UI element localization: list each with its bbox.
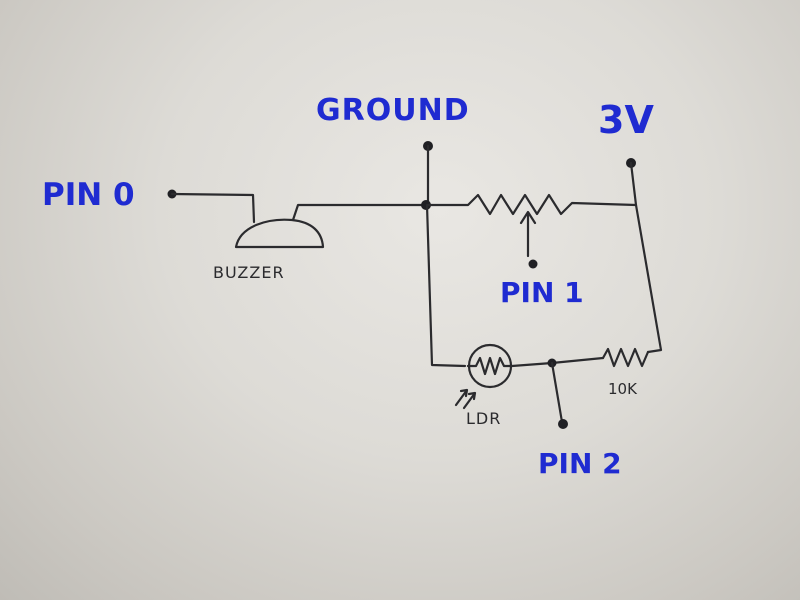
pin0-label: PIN 0	[42, 177, 135, 213]
buzzer-to-ground-wire	[291, 203, 429, 222]
ldr-zigzag	[466, 356, 514, 376]
ground-left-rail-wire	[425, 203, 467, 368]
pin1-terminal-dot	[528, 259, 538, 269]
pin0-to-buzzer-wire	[170, 192, 256, 224]
resistor-10k-symbol	[601, 347, 650, 368]
ldr-to-resistor-wire	[510, 356, 605, 368]
ldr-light-arrows	[454, 388, 477, 410]
pin2-lead-wire	[550, 361, 564, 424]
potentiometer-symbol	[425, 193, 638, 216]
buzzer-label: BUZZER	[213, 263, 285, 282]
ldr-label: LDR	[466, 409, 501, 428]
potentiometer-wiper-arrow	[519, 210, 537, 258]
supply-3v-label: 3V	[598, 98, 654, 142]
buzzer-symbol	[234, 218, 325, 249]
pin1-label: PIN 1	[500, 276, 584, 309]
pin2-terminal-dot	[558, 419, 568, 429]
pin2-label: PIN 2	[538, 447, 622, 480]
supply-right-rail-wire	[629, 161, 663, 354]
ground-label: GROUND	[316, 93, 470, 128]
resistor-10k-label: 10K	[608, 380, 638, 398]
